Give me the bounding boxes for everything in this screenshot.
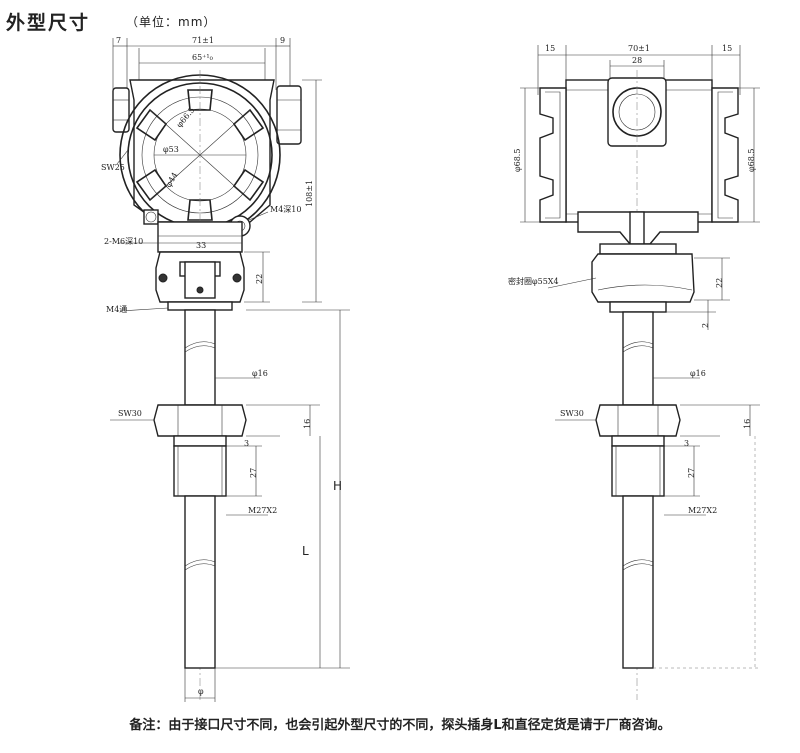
side-dim-phi16: φ16: [690, 369, 706, 378]
label-m4-deep: M4深10: [270, 205, 301, 214]
dim-L: L: [302, 544, 309, 558]
side-dim-28: 28: [632, 56, 642, 65]
label-m4-through: M4通: [106, 304, 127, 314]
dim-top-7: 7: [116, 36, 121, 45]
page-title: 外型尺寸: [6, 12, 91, 34]
dim-33: 33: [196, 241, 206, 250]
footer-note: 备注：由于接口尺寸不同，也会引起外型尺寸的不同，探头插身L和直径定货是请于厂商咨…: [129, 718, 671, 733]
label-sw30: SW30: [118, 409, 142, 418]
label-m27: M27X2: [248, 506, 277, 515]
dim-16: 16: [303, 419, 312, 429]
label-2-m6: 2-M6深10: [104, 237, 143, 246]
unit-label: （单位：mm）: [126, 15, 217, 29]
side-dim-phi68a: φ68.5: [513, 149, 522, 172]
dim-phi16: φ16: [252, 369, 268, 378]
dim-H: H: [333, 479, 342, 493]
dim-phi-bottom: φ: [198, 687, 204, 696]
side-label-seal: 密封圈φ55X4: [508, 276, 559, 286]
dim-3: 3: [244, 439, 249, 448]
dim-phi53: φ53: [163, 145, 179, 154]
side-dim-15b: 15: [722, 44, 732, 53]
side-label-m27: M27X2: [688, 506, 717, 515]
dim-108: 108±1: [305, 180, 314, 207]
dim-22: 22: [255, 274, 264, 284]
side-dim-16: 16: [743, 419, 752, 429]
side-dim-22: 22: [715, 278, 724, 288]
side-dim-phi68b: φ68.5: [747, 149, 756, 172]
side-dim-70: 70±1: [628, 44, 650, 53]
dim-top-9: 9: [280, 36, 285, 45]
side-view: 15 70±1 28 15 φ68.5 φ68.5: [508, 44, 760, 700]
label-sw25: SW25: [101, 163, 125, 172]
side-dim-3: 3: [684, 439, 689, 448]
dim-27: 27: [249, 468, 258, 478]
dim-top-65: 65⁺¹₀: [192, 53, 213, 62]
side-dim-27: 27: [687, 468, 696, 478]
side-dim-15a: 15: [545, 44, 555, 53]
front-view: 7 71±1 65⁺¹₀ 9 φ66.5 φ53: [101, 36, 350, 702]
dim-top-71: 71±1: [192, 36, 214, 45]
side-label-sw30: SW30: [560, 409, 584, 418]
side-dim-2: 2: [701, 323, 710, 328]
